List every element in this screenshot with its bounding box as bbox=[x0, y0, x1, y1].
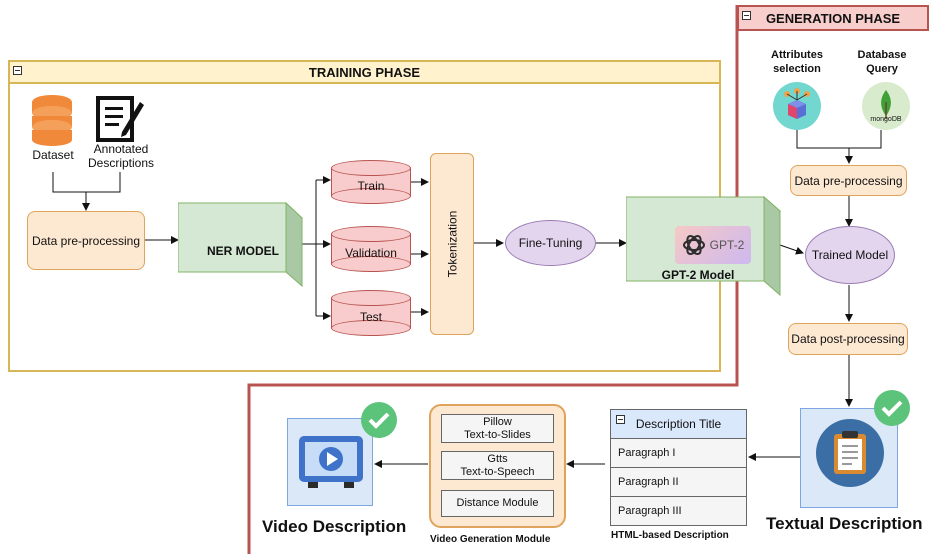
mongodb-icon bbox=[862, 82, 910, 130]
data-preprocessing-training: Data pre-processing bbox=[27, 211, 145, 270]
distance-module-label: Distance Module bbox=[456, 497, 539, 509]
generation-phase-header: GENERATION PHASE bbox=[737, 5, 929, 31]
textual-description-title: Textual Description bbox=[766, 514, 923, 533]
fine-tuning-label: Fine-Tuning bbox=[518, 236, 583, 250]
train-cylinder: Train bbox=[331, 160, 411, 204]
generation-collapse-icon[interactable] bbox=[742, 11, 751, 20]
distance-module: Distance Module bbox=[441, 490, 554, 517]
html-description-title: Description Title bbox=[635, 417, 722, 431]
openai-icon bbox=[682, 234, 705, 256]
attributes-cube-icon bbox=[773, 82, 821, 130]
tokenization-label: Tokenization bbox=[445, 210, 459, 278]
training-phase-header: TRAINING PHASE bbox=[8, 60, 721, 84]
gpt2-logo: GPT-2 bbox=[675, 226, 751, 264]
fine-tuning-node: Fine-Tuning bbox=[505, 220, 596, 266]
clipboard-icon bbox=[816, 419, 884, 487]
training-phase-title: TRAINING PHASE bbox=[308, 64, 421, 80]
paragraph-row: Paragraph I bbox=[611, 438, 746, 467]
trained-model-node: Trained Model bbox=[805, 226, 895, 284]
mongodb-text: mongoDB bbox=[870, 116, 902, 123]
ner-model-cube bbox=[178, 201, 304, 288]
ner-model-label: NER MODEL bbox=[207, 244, 279, 258]
tokenization-box: Tokenization bbox=[430, 153, 474, 335]
paragraph-3-label: Paragraph III bbox=[618, 505, 682, 517]
trained-model-label: Trained Model bbox=[811, 248, 889, 262]
database-query-label: Database Query bbox=[857, 49, 907, 75]
data-preprocessing-training-label: Data pre-processing bbox=[31, 233, 141, 248]
paragraph-2-label: Paragraph II bbox=[618, 476, 679, 488]
gpt2-logo-text: GPT-2 bbox=[709, 238, 745, 252]
html-description-label: HTML-based Description bbox=[611, 530, 729, 541]
test-cylinder: Test bbox=[331, 290, 411, 336]
html-collapse-icon[interactable] bbox=[616, 415, 625, 424]
paragraph-1-label: Paragraph I bbox=[618, 447, 676, 459]
dataset-label: Dataset bbox=[32, 148, 74, 162]
paragraph-row: Paragraph III bbox=[611, 496, 746, 525]
pillow-label: Pillow Text-to-Slides bbox=[464, 415, 531, 441]
data-postprocessing-label: Data post-processing bbox=[791, 332, 905, 346]
document-edit-icon bbox=[96, 96, 144, 142]
training-collapse-icon[interactable] bbox=[13, 66, 22, 75]
data-preprocessing-generation-label: Data pre-processing bbox=[794, 173, 903, 188]
data-preprocessing-generation: Data pre-processing bbox=[790, 165, 907, 196]
pillow-text-to-slides: Pillow Text-to-Slides bbox=[441, 414, 554, 443]
test-label: Test bbox=[359, 310, 382, 324]
gtts-text-to-speech: Gtts Text-to-Speech bbox=[441, 451, 554, 480]
validation-cylinder: Validation bbox=[331, 226, 411, 272]
attributes-selection-label: Attributes selection bbox=[771, 49, 823, 75]
annotated-descriptions-label: Annotated Descriptions bbox=[87, 142, 155, 170]
database-icon bbox=[32, 95, 72, 146]
validation-label: Validation bbox=[345, 246, 397, 260]
train-label: Train bbox=[357, 179, 385, 193]
paragraph-row: Paragraph II bbox=[611, 467, 746, 496]
gpt2-model-label: GPT-2 Model bbox=[661, 268, 735, 282]
check-icon-video bbox=[361, 402, 397, 438]
html-description-header: Description Title bbox=[611, 410, 746, 438]
video-player-icon bbox=[299, 436, 363, 488]
gtts-label: Gtts Text-to-Speech bbox=[460, 452, 535, 478]
check-icon-textual bbox=[874, 390, 910, 426]
generation-phase-title: GENERATION PHASE bbox=[765, 10, 901, 26]
video-description-title: Video Description bbox=[262, 517, 407, 536]
video-generation-module-label: Video Generation Module bbox=[430, 534, 551, 545]
html-description-table: Description Title Paragraph I Paragraph … bbox=[610, 409, 747, 526]
data-postprocessing: Data post-processing bbox=[788, 323, 908, 355]
